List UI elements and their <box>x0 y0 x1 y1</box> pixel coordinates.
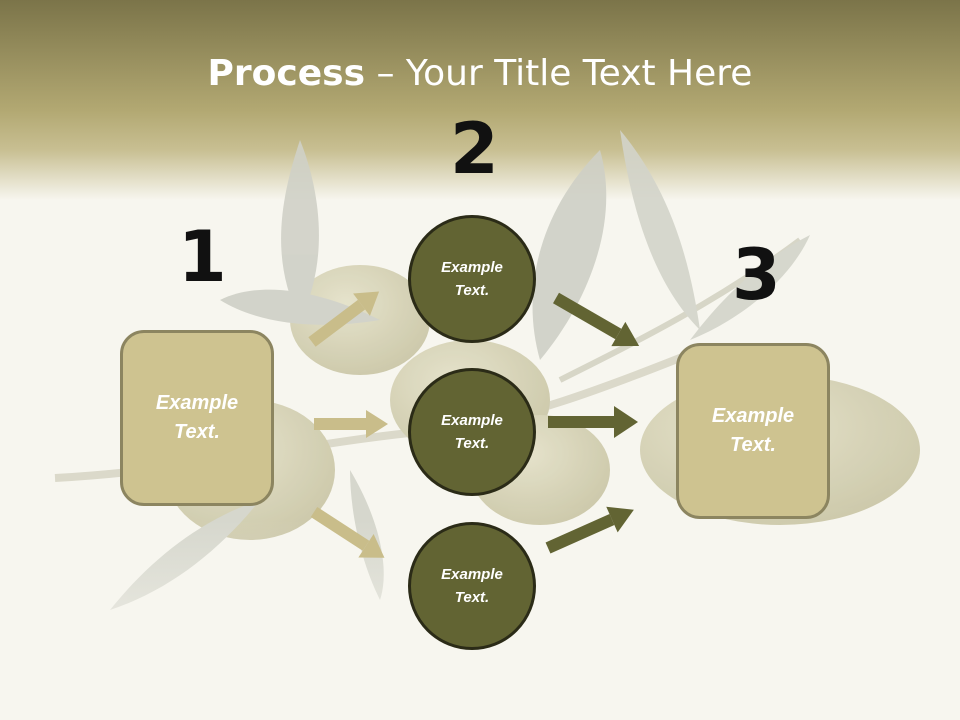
arrow-left-to-middle <box>314 410 388 438</box>
circle-middle-line-2: Text. <box>454 435 490 452</box>
circle-middle: Example Text. <box>408 368 536 496</box>
right-box-line-2: Text. <box>730 434 776 456</box>
circle-top: Example Text. <box>408 215 536 343</box>
slide-title-rest: – Your Title Text Here <box>365 53 753 94</box>
circle-bottom-line-2: Text. <box>454 589 490 606</box>
arrow-bottom-to-right <box>545 506 634 554</box>
arrow-middle-to-right <box>548 406 638 438</box>
right-box-line-1: Example <box>711 405 795 427</box>
slide-title: Process – Your Title Text Here <box>0 52 960 96</box>
arrow-left-to-top <box>308 291 380 347</box>
arrow-left-to-bottom <box>310 506 385 558</box>
left-box-line-2: Text. <box>174 421 220 443</box>
circle-bottom-line-1: Example <box>441 566 503 583</box>
left-box-line-1: Example <box>155 392 239 414</box>
left-step-box: Example Text. <box>120 330 274 506</box>
step-number-3: 3 <box>732 234 781 316</box>
circle-bottom: Example Text. <box>408 522 536 650</box>
arrow-top-to-right <box>553 292 640 347</box>
right-step-box: Example Text. <box>676 343 830 519</box>
circle-top-line-2: Text. <box>454 282 490 299</box>
slide-title-bold: Process <box>207 53 366 94</box>
circle-top-line-1: Example <box>441 259 503 276</box>
step-number-1: 1 <box>178 216 227 298</box>
circle-middle-line-1: Example <box>441 412 503 429</box>
step-number-2: 2 <box>450 108 499 190</box>
